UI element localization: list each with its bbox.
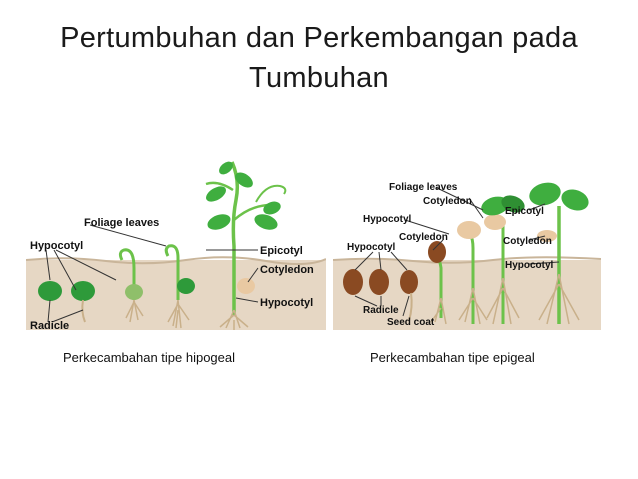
- roots-3: [125, 299, 144, 323]
- soil-surface: [26, 256, 326, 265]
- leaf-5c: [206, 186, 226, 202]
- leaf-7b: [561, 189, 589, 211]
- cotyledon-5: [457, 221, 481, 239]
- shoot-3: [118, 248, 136, 300]
- title-line-2: Tumbuhan: [249, 62, 389, 94]
- label-radicle: Radicle: [30, 320, 69, 330]
- seed-3: [400, 270, 418, 294]
- label-hypocotyl-top: Hypocotyl: [363, 214, 412, 225]
- leaf-7a: [529, 182, 561, 206]
- cotyledon-7: [537, 230, 557, 242]
- roots-5: [219, 309, 249, 330]
- label-cotyledon-top: Cotyledon: [423, 196, 472, 207]
- shoot-4: [164, 244, 180, 300]
- slide-title: Pertumbuhan dan Perkembangan pada Tumbuh…: [20, 18, 618, 98]
- leaf-5d: [235, 172, 253, 188]
- label-hypocotyl-left: Hypocotyl: [347, 242, 396, 253]
- hypogeal-diagram: Foliage leaves Hypocotyl Radicle Epicoty…: [26, 150, 326, 330]
- seed-4: [428, 241, 446, 263]
- roots-4: [167, 299, 190, 329]
- title-line-1: Pertumbuhan dan Perkembangan pada: [60, 22, 578, 54]
- leader-lines: [45, 224, 259, 323]
- radicle-2: [81, 299, 86, 323]
- roots-4: [430, 297, 447, 325]
- label-seed-coat: Seed coat: [387, 317, 435, 328]
- label-radicle: Radicle: [363, 305, 399, 316]
- seed-2: [71, 281, 95, 301]
- seed-1: [38, 281, 62, 301]
- label-hypocotyl-right: Hypocotyl: [505, 260, 554, 271]
- label-epicotyl: Epicotyl: [505, 206, 544, 217]
- label-hypocotyl: Hypocotyl: [30, 240, 83, 252]
- roots-6: [486, 277, 520, 325]
- tendril-5: [255, 184, 287, 203]
- epigeal-illustration: Foliage leaves Cotyledon Epicotyl Hypoco…: [333, 182, 601, 330]
- hypogeal-illustration: Foliage leaves Hypocotyl Radicle Epicoty…: [26, 161, 326, 330]
- seed-3: [125, 284, 143, 300]
- soil: [333, 260, 601, 330]
- leaf-5a: [207, 214, 231, 230]
- leaf-5b: [254, 214, 278, 230]
- label-foliage-leaves: Foliage leaves: [389, 182, 458, 193]
- label-foliage-leaves: Foliage leaves: [84, 217, 159, 229]
- radicle-3: [408, 292, 413, 322]
- leaf-5e: [219, 161, 233, 175]
- soil-surface: [333, 256, 601, 264]
- label-hypocotyl-right: Hypocotyl: [260, 297, 313, 309]
- roots-5: [458, 287, 488, 325]
- leader-lines: [354, 187, 560, 317]
- stem-5: [230, 161, 240, 315]
- label-cotyledon-right: Cotyledon: [503, 236, 552, 247]
- label-cotyledon-mid: Cotyledon: [399, 232, 448, 243]
- caption-hipogeal: Perkecambahan tipe hipogeal: [63, 350, 236, 365]
- leaf-6b: [501, 195, 525, 213]
- epigeal-diagram: Foliage leaves Cotyledon Epicotyl Hypoco…: [333, 178, 601, 330]
- leaf-5f: [263, 201, 281, 215]
- caption-epigeal: Perkecambahan tipe epigeal: [370, 350, 535, 365]
- seed-4: [177, 278, 195, 294]
- cotyledon-5: [237, 278, 255, 294]
- cotyledon-6: [484, 214, 506, 230]
- roots-7: [538, 273, 580, 325]
- seed-2: [369, 269, 389, 295]
- label-epicotyl: Epicotyl: [260, 245, 303, 257]
- branch-5b: [205, 181, 234, 192]
- seed-1: [343, 269, 363, 295]
- label-cotyledon: Cotyledon: [260, 264, 314, 276]
